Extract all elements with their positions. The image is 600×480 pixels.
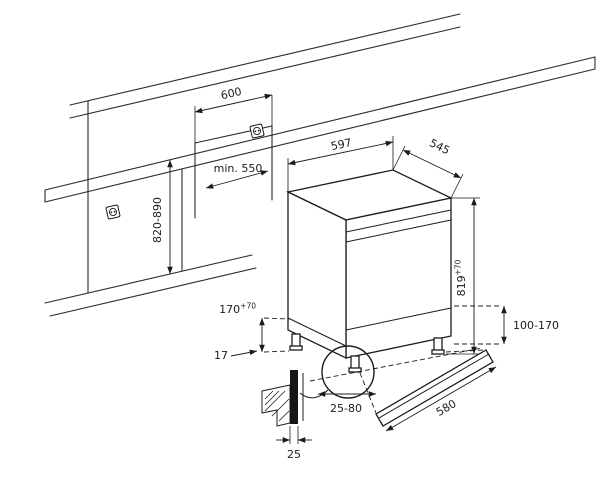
power-socket-icon xyxy=(105,204,121,220)
plinth-adjust-dimension: 25-80 xyxy=(318,391,376,415)
power-socket-icon xyxy=(249,123,265,139)
niche-depth-dimension: min. 550 xyxy=(205,162,269,189)
floor-gap-dimension: 17 xyxy=(214,349,258,362)
wall-lines xyxy=(69,13,461,294)
panel-section-detail xyxy=(261,370,304,427)
plinth-height-dimension: 170+70 xyxy=(219,302,290,353)
plinth-panel-bar xyxy=(290,370,298,424)
dim-plinth-recess-label: 100-170 xyxy=(513,319,559,332)
plinth-recess-dimension: 100-170 xyxy=(454,305,559,345)
dim-plinth-height-label: 170+70 xyxy=(219,302,256,317)
niche-height-dimension: 820-890 xyxy=(151,160,173,274)
dim-plinth-adjust-label: 25-80 xyxy=(330,402,362,415)
appliance-body xyxy=(285,169,454,360)
appliance-width-dimension: 597 xyxy=(287,136,394,192)
dim-niche-height-label: 820-890 xyxy=(151,197,164,243)
dim-appliance-height-label: 819+70 xyxy=(454,259,469,296)
dim-panel-thickness-label: 25 xyxy=(287,448,301,461)
dim-appliance-width-label: 597 xyxy=(330,136,353,153)
appliance-feet xyxy=(289,333,445,373)
dim-plinth-length-label: 580 xyxy=(434,397,459,419)
niche-width-dimension: 600 xyxy=(194,85,273,143)
dim-appliance-depth-label: 545 xyxy=(427,136,452,157)
counter-edge xyxy=(44,56,596,203)
floor-lines xyxy=(44,254,257,317)
dim-floor-gap-label: 17 xyxy=(214,349,228,362)
dim-niche-depth-label: min. 550 xyxy=(214,162,263,175)
niche-cutout xyxy=(181,125,273,272)
panel-thickness-dimension: 25 xyxy=(276,426,312,461)
dim-niche-width-label: 600 xyxy=(220,85,243,102)
